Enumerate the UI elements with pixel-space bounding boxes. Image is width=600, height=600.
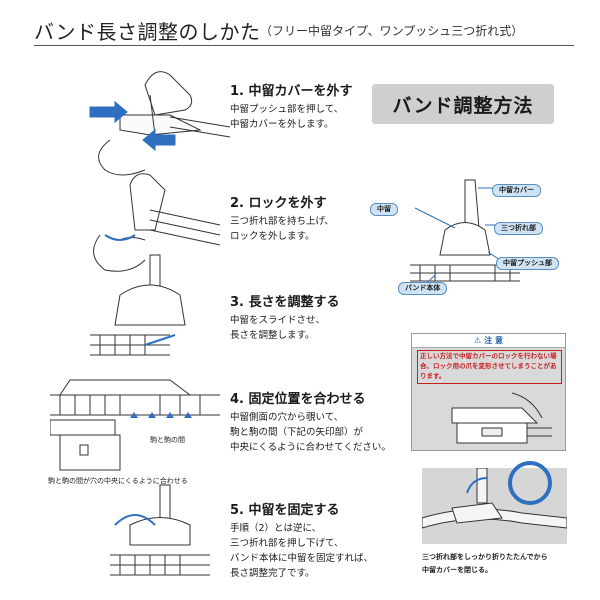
up-arrow-icon (130, 412, 138, 418)
step-illustrations (50, 71, 231, 576)
step-4-desc-line: 駒と駒の間（下記の矢印部）が (230, 427, 364, 438)
step2-illustration (93, 173, 221, 272)
alignment-note: 駒と駒の間が穴の中央にくるように合わせる (48, 477, 188, 485)
page-subtitle: （フリー中留タイプ、ワンプッシュ三つ折れ式） (260, 24, 524, 38)
step-4-desc: 中留側面の穴から覗いて、 駒と駒の間（下記の矢印部）が 中央にくるように合わせて… (230, 410, 391, 455)
arrow-icon (142, 128, 176, 152)
step-5-desc: 手順（2）とは逆に、 三つ折れ部を押し下げて、 バンド本体に中留を固定すれば、 … (230, 521, 373, 581)
page-title: バンド長さ調整のしかた (34, 20, 261, 44)
step4-illustration (50, 379, 220, 471)
up-arrow-icon (166, 412, 174, 418)
label-clasp: 中留 (370, 203, 398, 216)
step-2-desc: 三つ折れ部を持ち上げ、 ロックを外します。 (230, 214, 334, 244)
step-5-desc-line: 長さ調整完了です。 (230, 568, 315, 579)
page-header: バンド長さ調整のしかた （フリー中留タイプ、ワンプッシュ三つ折れ式） (34, 16, 574, 46)
final-illustration-box (421, 467, 568, 544)
highlight-circle (508, 461, 552, 505)
step-3-title: 3. 長さを調整する (230, 295, 340, 310)
caution-heading-text: 注 意 (484, 336, 503, 345)
double-arrow-icon (144, 334, 176, 346)
up-arrow-icon (184, 412, 192, 418)
step-5: 5. 中留を固定する 手順（2）とは逆に、 三つ折れ部を押し下げて、 バンド本体… (230, 499, 373, 581)
curved-arrow-icon (104, 234, 136, 241)
step-4-desc-line: 中央にくるように合わせてください。 (230, 442, 391, 453)
step-1-title: 1. 中留カバーを外す (230, 84, 353, 99)
step-1-desc-line: 中留カバーを外します。 (230, 119, 334, 130)
caution-illustration (451, 392, 552, 444)
step-3: 3. 長さを調整する 中留をスライドさせ、 長さを調整します。 (230, 291, 340, 343)
step-5-title: 5. 中留を固定する (230, 503, 340, 518)
step-2-desc-line: 三つ折れ部を持ち上げ、 (230, 216, 334, 227)
method-badge: バンド調整方法 (372, 84, 554, 124)
final-caption-1: 三つ折れ部をしっかり折りたたんでから (422, 553, 548, 561)
step-3-desc: 中留をスライドさせ、 長さを調整します。 (230, 313, 340, 343)
step-1: 1. 中留カバーを外す 中留プッシュ部を押して、 中留カバーを外します。 (230, 80, 353, 132)
parts-diagram (410, 179, 520, 286)
step3-illustration (90, 254, 186, 356)
step-4-title: 4. 固定位置を合わせる (230, 392, 366, 407)
step-1-desc-line: 中留プッシュ部を押して、 (230, 104, 344, 115)
label-cover: 中留カバー (492, 184, 541, 197)
step-5-desc-line: バンド本体に中留を固定すれば、 (230, 553, 373, 564)
step-3-desc-line: 長さを調整します。 (230, 330, 315, 341)
final-illustration (421, 467, 568, 529)
gap-label: 駒と駒の間 (150, 436, 185, 444)
step-3-desc-line: 中留をスライドさせ、 (230, 315, 326, 326)
label-push: 中留プッシュ部 (496, 257, 559, 270)
step-4-desc-line: 中留側面の穴から覗いて、 (230, 412, 344, 423)
step-5-desc-line: 手順（2）とは逆に、 (230, 523, 322, 534)
step-2-desc-line: ロックを外します。 (230, 231, 315, 242)
step-2: 2. ロックを外す 三つ折れ部を持ち上げ、 ロックを外します。 (230, 192, 334, 244)
caution-text: 正しい方法で中留カバーのロックを行わない場合、ロック用の爪を変形させてしまうこと… (420, 352, 557, 380)
step-5-desc-line: 三つ折れ部を押し下げて、 (230, 538, 344, 549)
arrow-icon (89, 100, 128, 124)
caution-text-frame (417, 350, 562, 384)
up-arrow-icon (148, 412, 156, 418)
label-fold: 三つ折れ部 (494, 222, 543, 235)
curved-arrow-icon (466, 477, 488, 494)
caution-heading: ⚠ 注 意 (412, 334, 565, 348)
curved-arrow-icon (114, 514, 156, 526)
label-band: バンド本体 (398, 282, 448, 295)
final-caption-2: 中留カバーを閉じる。 (422, 566, 492, 574)
step-2-title: 2. ロックを外す (230, 196, 327, 211)
step1-illustration (98, 71, 231, 176)
step-4: 4. 固定位置を合わせる 中留側面の穴から覗いて、 駒と駒の間（下記の矢印部）が… (230, 388, 391, 455)
caution-box: ⚠ 注 意 正しい方法で中留カバーのロックを行わない場合、ロック用の爪を変形させ… (411, 333, 566, 451)
step-1-desc: 中留プッシュ部を押して、 中留カバーを外します。 (230, 102, 353, 132)
step5-illustration (110, 484, 210, 576)
warning-icon: ⚠ (474, 336, 482, 345)
